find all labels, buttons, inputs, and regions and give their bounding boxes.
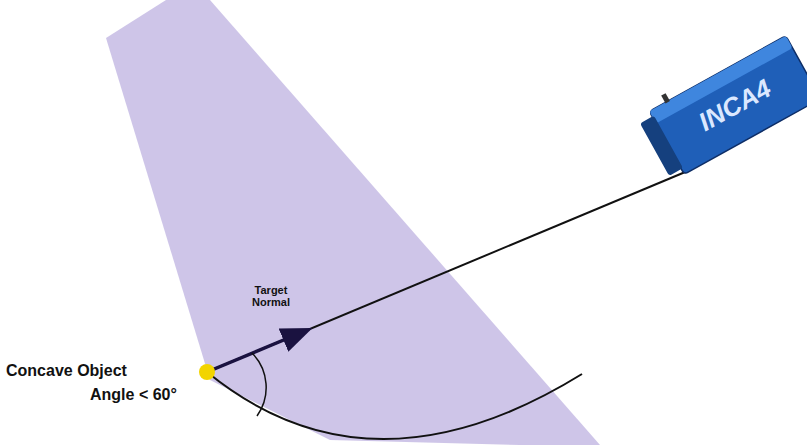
camera-body [633,29,807,181]
target-normal-line [207,170,690,372]
arrow-label: Target Normal [246,284,296,308]
angle-label: Angle < 60° [90,386,177,404]
angle-arc [252,353,266,416]
object-label: Concave Object [6,362,127,380]
target-point [199,364,215,380]
light-beam [106,0,600,445]
